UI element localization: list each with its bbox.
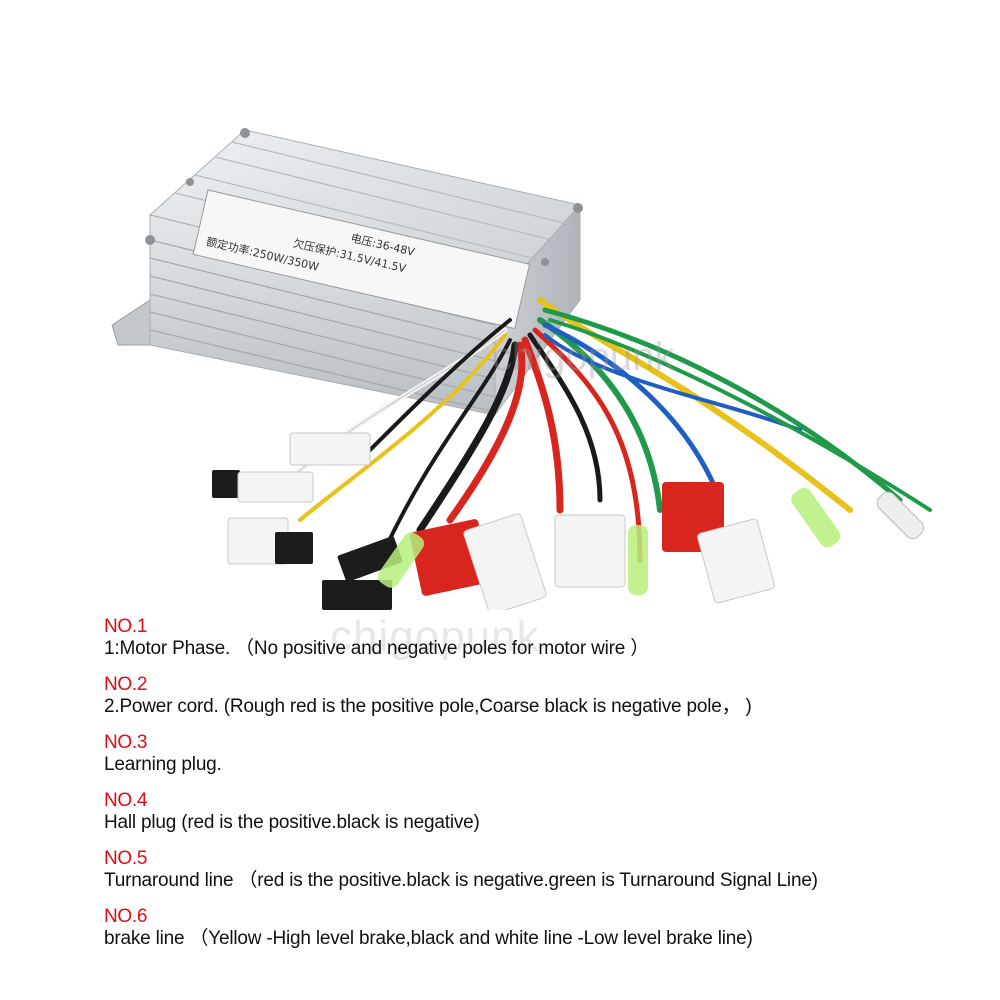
black-connector <box>322 580 392 610</box>
black-connector <box>212 470 240 498</box>
mounting-flange <box>111 299 151 346</box>
product-photo: 电压:36-48V 欠压保护:31.5V/41.5V 额定功率:250W/350… <box>111 128 932 610</box>
white-connector <box>237 471 314 503</box>
note-heading: NO.6 <box>104 906 148 927</box>
black-connector <box>337 536 403 582</box>
note-4: NO.4 Hall plug (red is the positive.blac… <box>104 790 984 834</box>
green-sleeve-connector <box>628 525 648 595</box>
wiring-notes: NO.1 1:Motor Phase. （No positive and neg… <box>104 616 984 964</box>
note-6: NO.6 brake line （Yellow -High level brak… <box>104 906 984 950</box>
note-heading: NO.5 <box>104 848 148 869</box>
note-text: 2.Power cord. (Rough red is the positive… <box>104 696 752 717</box>
wire-harness <box>287 297 932 563</box>
white-connector <box>554 514 626 588</box>
white-connector <box>289 432 371 466</box>
note-heading: NO.2 <box>104 674 148 695</box>
note-text: Turnaround line （red is the positive.bla… <box>104 870 818 891</box>
note-5: NO.5 Turnaround line （red is the positiv… <box>104 848 984 892</box>
connectors <box>212 432 925 610</box>
white-connector <box>697 518 775 604</box>
note-heading: NO.3 <box>104 732 148 753</box>
note-text: 1:Motor Phase. （No positive and negative… <box>104 638 649 659</box>
green-sleeve-connector <box>791 487 841 548</box>
note-text: brake line （Yellow -High level brake,bla… <box>104 928 753 949</box>
note-text: Learning plug. <box>104 754 222 775</box>
green-sleeve-connector <box>377 532 425 588</box>
note-heading: NO.1 <box>104 616 148 637</box>
note-3: NO.3 Learning plug. <box>104 732 984 776</box>
watermark: chigopunk <box>492 335 675 379</box>
note-2: NO.2 2.Power cord. (Rough red is the pos… <box>104 674 984 718</box>
product-label: 电压:36-48V 欠压保护:31.5V/41.5V 额定功率:250W/350… <box>192 189 531 330</box>
note-text: Hall plug (red is the positive.black is … <box>104 812 480 833</box>
bullet-terminal <box>876 491 925 540</box>
white-connector <box>463 513 547 610</box>
black-connector <box>275 532 313 564</box>
note-heading: NO.4 <box>104 790 148 811</box>
note-1: NO.1 1:Motor Phase. （No positive and neg… <box>104 616 984 660</box>
